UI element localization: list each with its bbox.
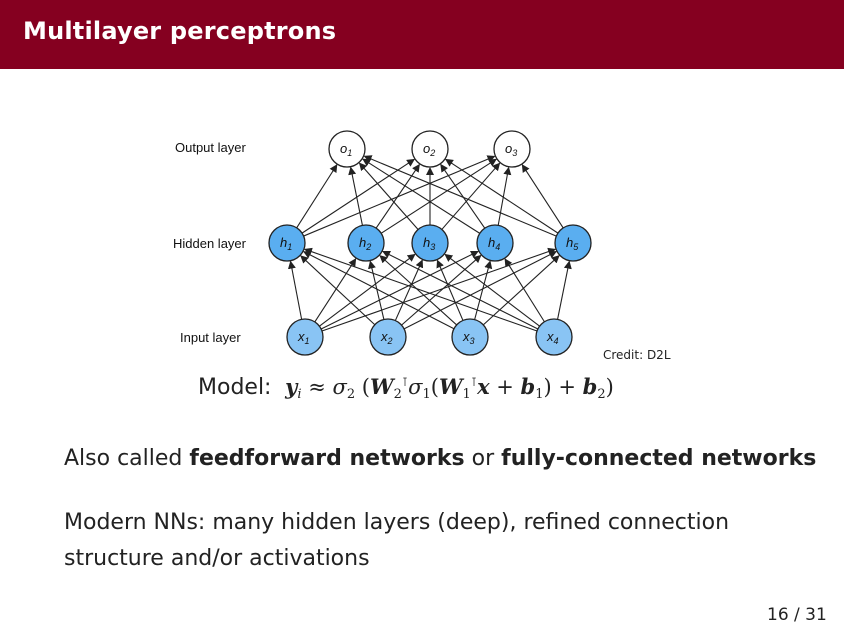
edge-h1-o2 [301, 158, 415, 234]
input-node-3: x3 [451, 318, 489, 356]
edge-h4-o1 [362, 158, 481, 234]
slide-header: Multilayer perceptrons [0, 0, 844, 69]
output-node-1: o1 [328, 130, 366, 168]
hidden-node-4-circle [476, 224, 514, 262]
edge-h3-o1 [358, 162, 419, 230]
edge-x3-h5 [482, 255, 560, 326]
edge-x3-h4 [474, 260, 493, 320]
feedforward-text: Also called feedforward networks or full… [64, 446, 816, 471]
hidden-node-3-circle [411, 224, 449, 262]
edge-x4-h1 [303, 247, 538, 332]
hidden-node-1: h1 [268, 224, 306, 262]
edge-x2-h2 [368, 260, 385, 320]
edge-x3-h1 [303, 251, 455, 330]
model-label: Model: [198, 375, 272, 400]
edge-x2-h1 [300, 255, 376, 326]
output-node-1-circle [328, 130, 366, 168]
edge-x1-h4 [320, 250, 479, 330]
hidden-node-4: h4 [476, 224, 514, 262]
hidden-node-2-circle [347, 224, 385, 262]
credit-note: Credit: D2L [603, 348, 671, 362]
edge-x2-h3 [394, 259, 424, 321]
hidden-node-3: h3 [411, 224, 449, 262]
edge-h1-o3 [303, 155, 496, 237]
edge-x1-h1 [287, 260, 303, 320]
edge-h3-o3 [441, 162, 501, 230]
edge-h1-o1 [296, 164, 338, 229]
output-layer-label: Output layer [175, 140, 246, 155]
connection-edges [287, 155, 572, 332]
feedforward-term: feedforward networks [189, 446, 465, 471]
edge-x4-h2 [382, 251, 539, 330]
edge-h2-o3 [380, 158, 497, 234]
edge-x1-h3 [319, 253, 416, 327]
output-node-2: o2 [411, 130, 449, 168]
edge-x2-h5 [403, 251, 557, 330]
edge-h5-o1 [363, 155, 557, 237]
hidden-layer-label: Hidden layer [173, 236, 247, 251]
output-node-3: o3 [493, 130, 531, 168]
edge-x4-h4 [504, 258, 545, 323]
fully-connected-term: fully-connected networks [501, 446, 817, 471]
edge-x3-h3 [436, 259, 464, 321]
output-node-3-circle [493, 130, 531, 168]
edge-h4-o3 [497, 166, 512, 226]
input-node-1: x1 [286, 318, 324, 356]
edge-h2-o2 [375, 163, 420, 229]
network-nodes: o1 o2 o3 h1 h2 h3 h4 h5 x1 x2 x3 x4 [268, 130, 592, 356]
input-node-4: x4 [535, 318, 573, 356]
input-node-2-circle [369, 318, 407, 356]
line1-prefix: Also called [64, 446, 190, 471]
edge-x1-h5 [321, 247, 557, 332]
input-layer-label: Input layer [180, 330, 241, 345]
page-number: 16 / 31 [767, 605, 827, 625]
hidden-node-2: h2 [347, 224, 385, 262]
edge-x4-h3 [444, 253, 540, 327]
hidden-node-5-circle [554, 224, 592, 262]
edge-h4-o2 [440, 163, 486, 229]
slide-title: Multilayer perceptrons [23, 17, 337, 45]
edge-h2-o1 [348, 166, 363, 226]
input-node-3-circle [451, 318, 489, 356]
modern-nns-text: Modern NNs: many hidden layers (deep), r… [64, 510, 730, 571]
input-node-2: x2 [369, 318, 407, 356]
hidden-node-1-circle [268, 224, 306, 262]
edge-x3-h2 [379, 255, 458, 326]
edge-h5-o2 [445, 158, 559, 234]
hidden-node-5: h5 [554, 224, 592, 262]
model-equation: yi ≈ σ2 (W2⊺σ1(W1⊺x + b1) + b2) [285, 374, 614, 402]
edge-h5-o3 [521, 164, 564, 229]
input-node-1-circle [286, 318, 324, 356]
line1-or: or [464, 446, 502, 471]
output-node-2-circle [411, 130, 449, 168]
model-formula: Model: yi ≈ σ2 (W2⊺σ1(W1⊺x + b1) + b2) [198, 374, 614, 402]
edge-x2-h4 [401, 254, 482, 326]
input-node-4-circle [535, 318, 573, 356]
edge-x4-h5 [557, 260, 572, 320]
edge-x1-h2 [314, 258, 357, 323]
